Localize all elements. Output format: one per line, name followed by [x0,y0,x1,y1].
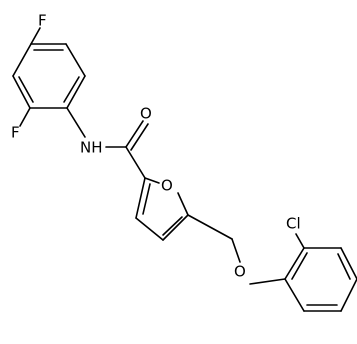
bond [12,75,31,109]
bond [66,75,86,109]
bond-c-n [66,107,86,138]
furan-ring [135,177,189,241]
double-bond-inner [162,216,183,236]
bond [135,177,146,219]
difluorophenyl-ring [12,43,86,109]
bond [12,43,32,77]
bond-o-aryl [249,278,286,285]
double-bond-inner [18,76,34,103]
bond [65,43,86,77]
bond-c-furan [125,146,146,179]
double-bond-inner [63,76,80,103]
bond-ch2-o [231,238,241,263]
bond [135,217,164,241]
double-bond-inner [291,252,308,280]
bond [162,214,189,241]
fluorine-top-label: F [38,12,47,30]
double-bond-inner [142,183,151,215]
chlorine-label: Cl [286,215,301,233]
bond-c-o-double-a [125,120,144,148]
bond-c-f-top [30,27,41,45]
chlorophenyl-ring [284,247,357,312]
bond [144,177,160,184]
bond [340,278,357,312]
bond-c-f-left [19,107,31,127]
bond [284,247,305,280]
bond [340,247,357,280]
bond [284,278,305,312]
bond-c-ch2 [187,214,233,240]
bond-c-cl [295,233,305,249]
bond-c-o-double-b [130,123,149,151]
carbonyl-oxygen-label: O [140,105,152,123]
double-bond-inner [337,253,351,280]
ether-oxygen-label: O [234,263,246,281]
fluorine-left-label: F [11,124,20,142]
amide-nh-label: NH [80,139,103,157]
furan-oxygen-label: O [161,177,173,195]
bond [177,192,189,216]
